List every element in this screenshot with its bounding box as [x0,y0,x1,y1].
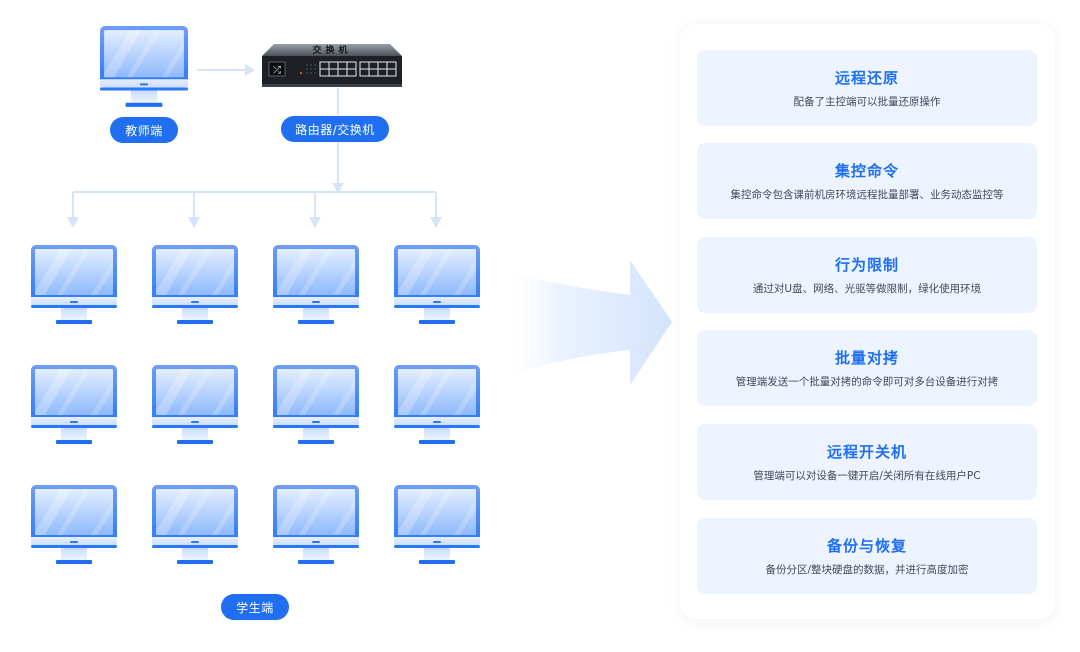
arrow-head-icon [430,217,442,228]
student-monitor-icon [273,365,359,447]
student-monitor-icon [31,245,117,327]
feature-card-remote-restore: 远程还原 配备了主控端可以批量还原操作 [697,50,1037,126]
feature-card-behavior-restriction: 行为限制 通过对U盘、网络、光驱等做限制，绿化使用环境 [697,237,1037,313]
feature-title: 集控命令 [834,162,899,180]
feature-card-central-command: 集控命令 集控命令包含课前机房环境远程批量部署、业务动态监控等 [697,143,1037,219]
feature-desc: 管理端发送一个批量对拷的命令即可对多台设备进行对拷 [735,376,999,388]
arrow-head-icon [332,183,344,193]
switch-device-text: 交换机 [312,46,352,56]
feature-panel: 远程还原 配备了主控端可以批量还原操作 集控命令 集控命令包含课前机房环境远程批… [680,24,1055,619]
feature-card-remote-power: 远程开关机 管理端可以对设备一键开启/关闭所有在线用户PC [697,424,1037,500]
student-monitor-icon [394,365,480,447]
student-monitor-icon [273,245,359,327]
feature-desc: 集控命令包含课前机房环境远程批量部署、业务动态监控等 [730,189,1004,201]
feature-desc: 配备了主控端可以批量还原操作 [793,96,941,108]
feature-title: 远程开关机 [826,443,907,461]
feature-desc: 通过对U盘、网络、光驱等做限制，绿化使用环境 [752,283,982,295]
student-monitor-icon [152,365,238,447]
feature-desc: 备份分区/整块硬盘的数据，并进行高度加密 [765,564,969,576]
feature-title: 备份与恢复 [826,537,907,555]
student-monitor-icon [152,245,238,327]
feature-card-backup-restore: 备份与恢复 备份分区/整块硬盘的数据，并进行高度加密 [697,518,1037,594]
student-monitor-icon [394,245,480,327]
switch-device-icon: ⤮ 交换机 [262,42,402,88]
feature-title: 批量对拷 [834,349,899,367]
arrow-head-icon [67,217,79,228]
arrow-head-icon [188,217,200,228]
arrow-head-icon [245,64,255,76]
switch-label: 路由器/交换机 [281,116,389,142]
student-label: 学生端 [221,594,289,620]
feature-desc: 管理端可以对设备一键开启/关闭所有在线用户PC [753,470,981,482]
student-monitor-icon [273,485,359,567]
feature-title: 行为限制 [834,256,899,274]
big-right-arrow-icon [500,260,672,385]
student-monitor-icon [152,485,238,567]
network-connectors [67,64,442,228]
svg-text:⤮: ⤮ [273,65,281,76]
student-monitor-icon [31,485,117,567]
feature-title: 远程还原 [834,69,899,87]
student-monitor-icon [394,485,480,567]
arrow-head-icon [309,217,321,228]
teacher-monitor-icon [100,26,188,110]
feature-card-batch-copy: 批量对拷 管理端发送一个批量对拷的命令即可对多台设备进行对拷 [697,330,1037,406]
student-monitor-icon [31,365,117,447]
teacher-label: 教师端 [110,117,178,143]
